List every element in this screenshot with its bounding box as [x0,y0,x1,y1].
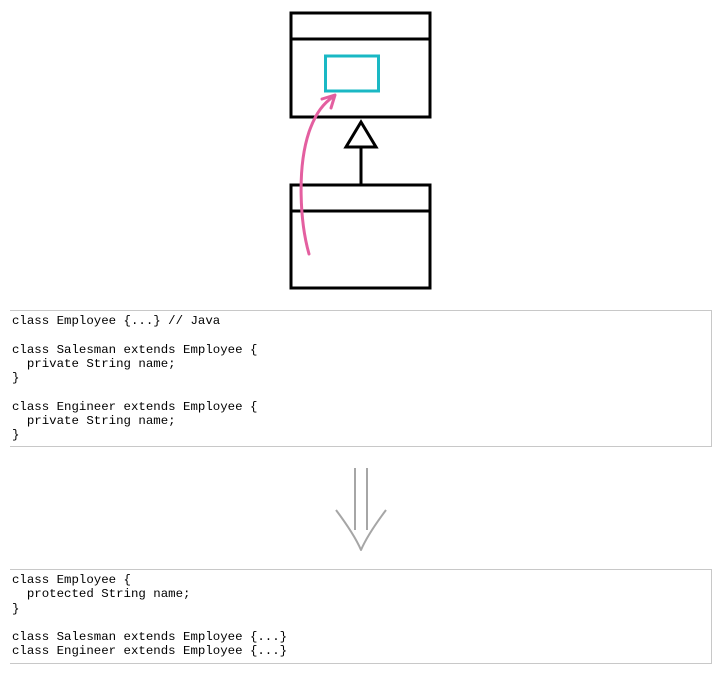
refactor-down-arrow-icon [335,468,387,551]
inheritance-arrow [343,119,379,185]
inheritance-arrowhead [343,119,379,149]
code-line [12,616,711,630]
move-field-arrow [299,93,337,256]
code-after-block: class Employee { protected String name; … [10,569,712,664]
code-line: class Salesman extends Employee {...} [12,630,288,645]
code-line: class Employee { [12,573,131,587]
code-line: private String name; [12,356,176,371]
code-line: class Engineer extends Employee { [12,399,258,414]
move-field-arrowhead [320,93,337,110]
superclass-box [289,11,432,119]
code-before-block: class Employee {...} // Java class Sales… [10,310,712,447]
code-line [12,385,711,399]
uml-diagram [289,11,432,290]
code-line: } [12,601,20,616]
subclass-box [289,183,432,290]
move-field-arrow-curve [299,94,336,256]
code-line: private String name; [12,414,176,429]
code-line: class Engineer extends Employee {...} [12,644,288,659]
code-line: } [12,371,20,386]
code-line: class Salesman extends Employee { [12,342,258,357]
pulled-up-field-box [324,54,380,93]
code-line [12,328,711,342]
code-line: class Employee {...} // Java [12,314,221,328]
refactor-arrow-head [335,509,387,551]
subclass-outline [289,183,432,290]
code-line: protected String name; [12,587,191,602]
superclass-outline [289,11,432,119]
code-line: } [12,428,20,443]
